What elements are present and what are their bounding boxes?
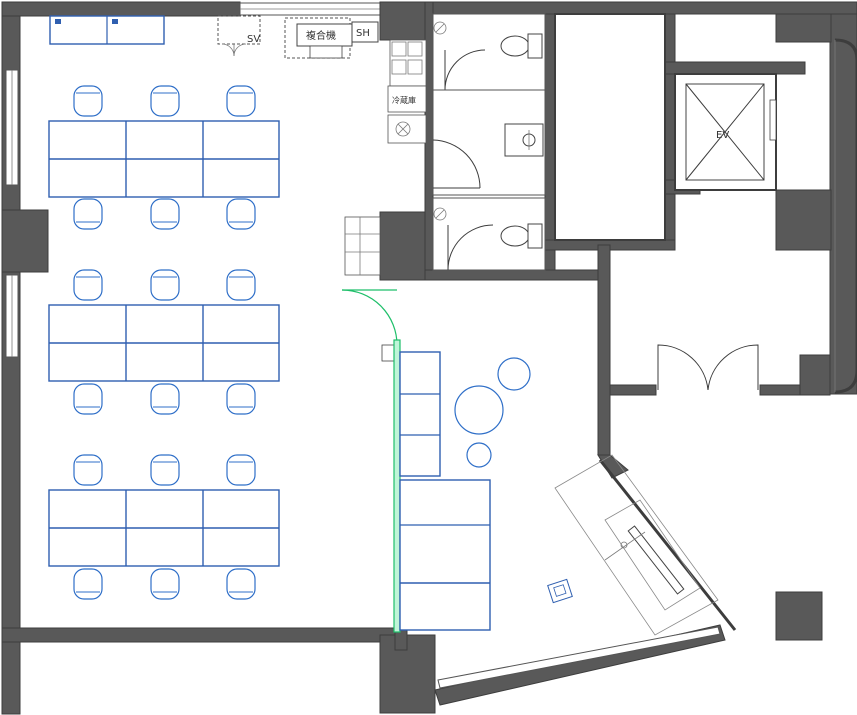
sv-label: SV (247, 34, 260, 45)
chair (73, 198, 103, 230)
interior-walls (379, 1, 832, 651)
chair (226, 568, 256, 600)
top-window (239, 2, 401, 16)
glass-partition (393, 339, 401, 633)
entrance-door (341, 289, 398, 362)
sofa (399, 351, 441, 477)
fridge-label: 冷蔵庫 (392, 95, 416, 105)
toilet-room-2 (432, 197, 546, 271)
chair (226, 85, 256, 117)
chair (226, 454, 256, 486)
workstation-group-2 (48, 304, 280, 382)
copier-area: 複合機 SH (284, 17, 379, 59)
washbasin-room (432, 89, 546, 196)
copier-label: 複合機 (306, 29, 336, 42)
chair (150, 568, 180, 600)
chairs (73, 85, 256, 600)
toilet-room-1 (432, 13, 546, 91)
right-column (834, 38, 857, 394)
chair (73, 454, 103, 486)
chair (150, 85, 180, 117)
storage-cabinet (49, 15, 165, 45)
floor-outlet (547, 578, 573, 604)
workstation-group-3 (48, 489, 280, 567)
pipe-shaft (554, 13, 666, 241)
chair (150, 454, 180, 486)
pantry-shelves: 冷蔵庫 (387, 39, 427, 144)
chair (73, 85, 103, 117)
ev-label: EV (716, 130, 729, 141)
chair (150, 383, 180, 415)
workstation-group-1 (48, 120, 280, 198)
chair (73, 269, 103, 301)
left-windows (5, 69, 19, 358)
chair (226, 383, 256, 415)
shoe-rack (344, 216, 381, 276)
sv-closet: SV (217, 15, 261, 57)
angled-wall (434, 454, 737, 706)
chair (73, 568, 103, 600)
sh-label: SH (356, 28, 370, 39)
chair (150, 269, 180, 301)
chair (150, 198, 180, 230)
round-tables (454, 357, 531, 468)
entrance-zone (554, 454, 719, 636)
counter-storage (399, 479, 491, 631)
lobby-double-door (657, 344, 759, 391)
elevator: EV (674, 73, 777, 191)
chair (226, 198, 256, 230)
chair (73, 383, 103, 415)
chair (226, 269, 256, 301)
